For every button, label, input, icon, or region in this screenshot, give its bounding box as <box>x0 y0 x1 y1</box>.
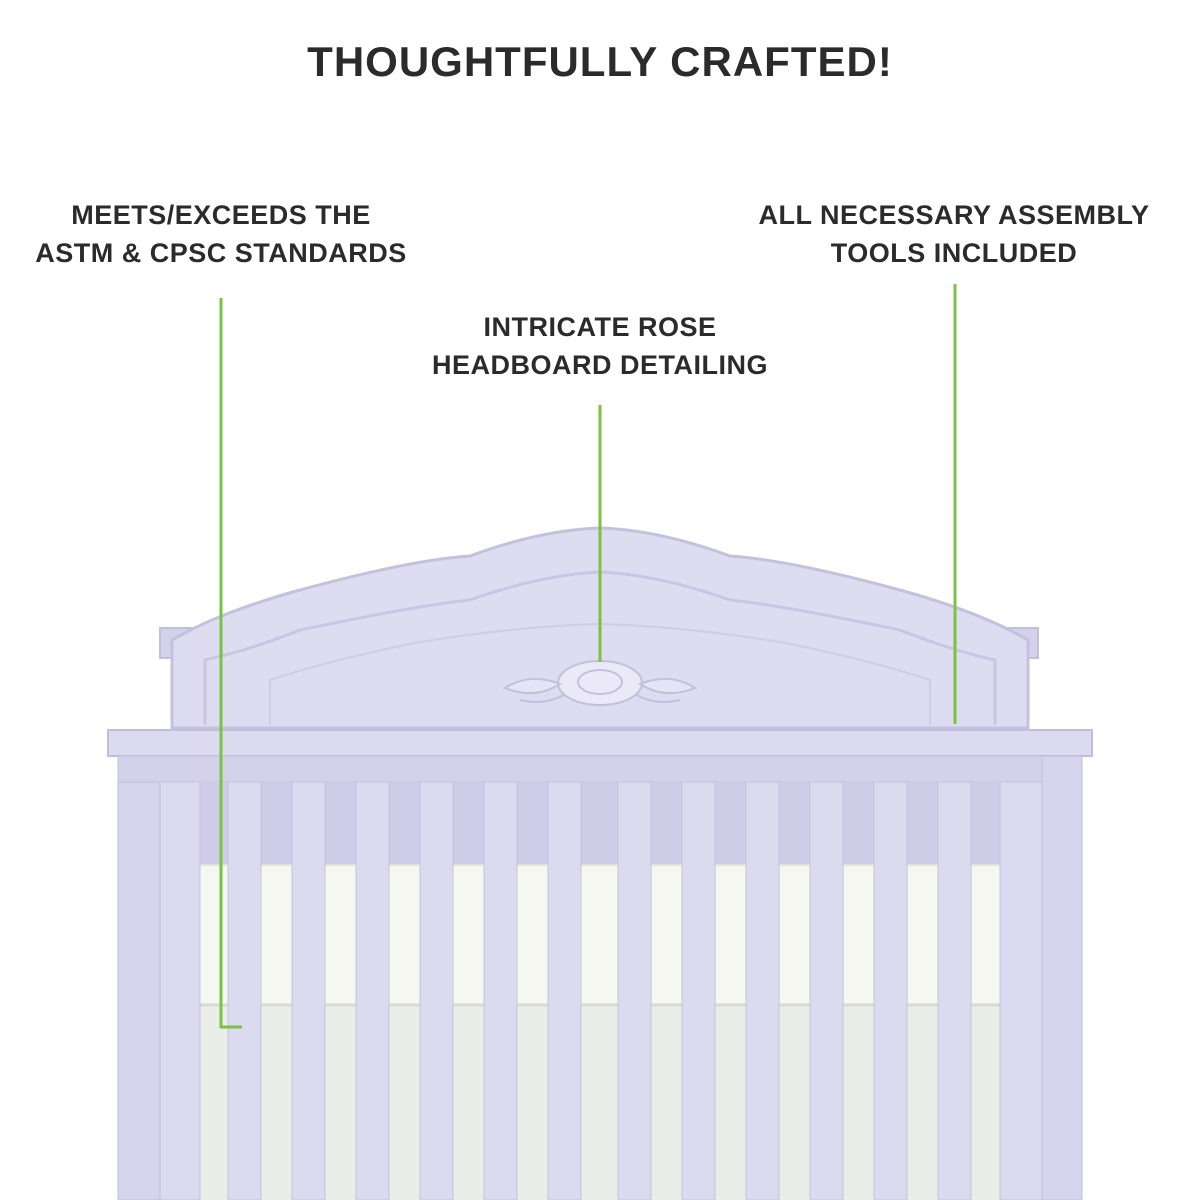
crib-slats <box>117 755 1083 1200</box>
callout-assembly-tools: ALL NECESSARY ASSEMBLY TOOLS INCLUDED <box>740 196 1168 272</box>
rose-carving <box>502 660 698 706</box>
pointer-lines <box>219 284 957 1029</box>
callout-rose-line-1: INTRICATE ROSE <box>483 312 717 342</box>
callout-rose-line-2: HEADBOARD DETAILING <box>432 350 768 380</box>
callout-safety-line-1: MEETS/EXCEEDS THE <box>71 200 371 230</box>
page-title: THOUGHTFULLY CRAFTED! <box>307 38 893 85</box>
callout-safety-line-2: ASTM & CPSC STANDARDS <box>35 238 407 268</box>
callout-tools-line-2: TOOLS INCLUDED <box>830 238 1078 268</box>
callout-rose-headboard: INTRICATE ROSE HEADBOARD DETAILING <box>380 308 820 384</box>
callout-safety-standards: MEETS/EXCEEDS THE ASTM & CPSC STANDARDS <box>0 196 442 272</box>
crib-top-rail <box>107 729 1093 783</box>
callout-tools-line-1: ALL NECESSARY ASSEMBLY <box>758 200 1150 230</box>
